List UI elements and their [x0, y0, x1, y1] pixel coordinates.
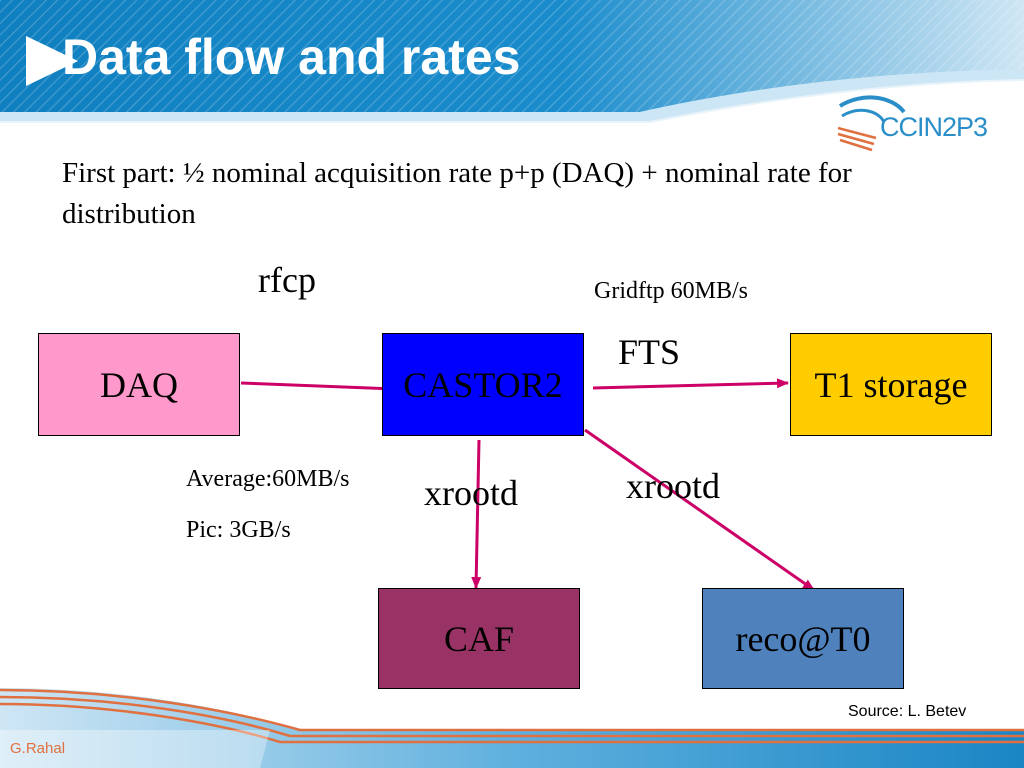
play-arrow-icon [26, 36, 78, 86]
label-xrootd-caf: xrootd [424, 473, 518, 513]
node-daq-label: DAQ [100, 364, 178, 405]
node-reco-t0: reco@T0 [702, 588, 904, 689]
label-rfcp: rfcp [258, 260, 316, 300]
label-fts: FTS [618, 332, 681, 372]
label-xrootd-reco: xrootd [626, 466, 720, 506]
arrow-castor-reco [584, 428, 815, 592]
logo-text: CCIN2P3 [880, 112, 988, 142]
node-castor2: CASTOR2 [382, 333, 584, 436]
label-peak-rate: Pic: 3GB/s [186, 517, 291, 543]
node-reco-t0-label: reco@T0 [735, 618, 871, 659]
label-gridftp-rate: Gridftp 60MB/s [594, 278, 749, 304]
node-t1-storage-label: T1 storage [814, 364, 968, 405]
source-credit: Source: L. Betev [848, 703, 967, 720]
arrow-daq-castor [240, 381, 395, 394]
intro-text: First part: ½ nominal acquisition rate p… [62, 157, 852, 230]
author-credit: G.Rahal [10, 740, 66, 757]
slide-title: Data flow and rates [62, 29, 521, 85]
label-average-rate: Average:60MB/s [186, 466, 350, 492]
footer-banner [0, 688, 1024, 768]
node-castor2-label: CASTOR2 [403, 364, 563, 405]
node-caf: CAF [378, 588, 580, 689]
node-caf-label: CAF [443, 618, 515, 659]
node-t1-storage: T1 storage [790, 333, 992, 436]
ccin2p3-logo [837, 95, 906, 152]
node-daq: DAQ [38, 333, 240, 436]
header-banner [0, 0, 1024, 123]
arrow-castor-t1 [592, 378, 789, 390]
arrow-castor-caf [471, 439, 482, 589]
